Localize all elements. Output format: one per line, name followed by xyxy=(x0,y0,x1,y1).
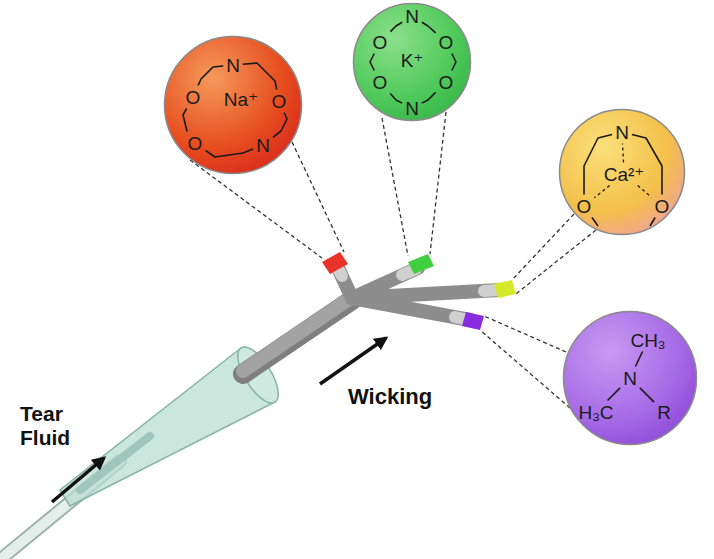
chemical-bond xyxy=(422,92,436,103)
atom-label: N xyxy=(405,7,419,26)
atom-label: K⁺ xyxy=(401,51,424,70)
chemical-bond xyxy=(390,94,402,104)
chemical-bond xyxy=(608,388,621,401)
paper-stem-face xyxy=(243,297,352,371)
leader-line xyxy=(480,330,570,408)
atom-label: O xyxy=(439,33,454,52)
sodium-circle: N O Na⁺ O O N xyxy=(163,35,303,175)
atom-label: O xyxy=(577,197,592,216)
amine-circle: CH₃ N H₃C R xyxy=(562,310,698,446)
circle-fill xyxy=(564,312,697,445)
atom-label: N xyxy=(226,56,240,75)
atom-label: O xyxy=(373,33,388,52)
calcium-circle: N Ca²⁺ O O xyxy=(558,108,686,236)
atom-label: O xyxy=(439,73,454,92)
atom-label: N xyxy=(615,123,629,142)
leader-line xyxy=(382,118,408,256)
atom-label: R xyxy=(657,403,671,422)
calcium-pad xyxy=(494,280,516,298)
circle-fill xyxy=(560,110,685,235)
coordination-bond xyxy=(594,186,609,198)
inlet-label: Tear Fluid xyxy=(20,402,100,450)
tube-inside-cone xyxy=(80,436,150,490)
coordination-bond xyxy=(638,186,652,198)
atom-label: Ca²⁺ xyxy=(604,165,645,184)
atom-label: O xyxy=(186,88,201,107)
chemical-bond xyxy=(205,149,253,157)
atom-label: O xyxy=(272,92,287,111)
chemical-bond xyxy=(243,63,277,90)
atom-label: Na⁺ xyxy=(224,90,258,109)
leader-line xyxy=(484,316,566,352)
circle-fill xyxy=(165,37,302,174)
wicking-arrow xyxy=(320,338,386,384)
atom-label: N xyxy=(623,369,637,388)
chemical-bond xyxy=(198,66,223,86)
circle-fill xyxy=(354,4,471,121)
paper-branches xyxy=(336,265,500,320)
ph-pad xyxy=(462,312,484,330)
chemical-bond xyxy=(640,388,654,402)
leader-line xyxy=(292,142,344,252)
leader-line xyxy=(190,160,322,258)
chemical-bond xyxy=(592,218,598,227)
sodium-pad xyxy=(322,252,348,274)
atom-label: O xyxy=(655,197,670,216)
branch xyxy=(352,298,470,320)
leader-line xyxy=(516,230,596,294)
atom-label: CH₃ xyxy=(630,331,665,350)
atom-label: N xyxy=(256,136,270,155)
chemical-bond xyxy=(370,54,374,71)
chemical-bond xyxy=(635,352,642,367)
atom-label: H₃C xyxy=(578,403,613,422)
chemical-bond xyxy=(452,54,456,71)
chemical-bond xyxy=(650,218,655,227)
atom-label: N xyxy=(405,99,419,118)
coordination-bond xyxy=(623,144,624,163)
atom-label: O xyxy=(373,73,388,92)
wicking-label: Wicking xyxy=(348,384,458,409)
chemical-bond xyxy=(183,109,187,132)
chemical-bond xyxy=(273,113,287,138)
potassium-circle: NOOK⁺OON xyxy=(352,2,472,122)
leader-line xyxy=(430,112,446,254)
flow-arrow xyxy=(52,458,104,502)
atom-label: O xyxy=(188,134,203,153)
potassium-pad xyxy=(408,254,434,274)
chemical-bond xyxy=(390,22,402,31)
leader-line xyxy=(512,214,574,280)
chemical-bond xyxy=(422,22,436,33)
